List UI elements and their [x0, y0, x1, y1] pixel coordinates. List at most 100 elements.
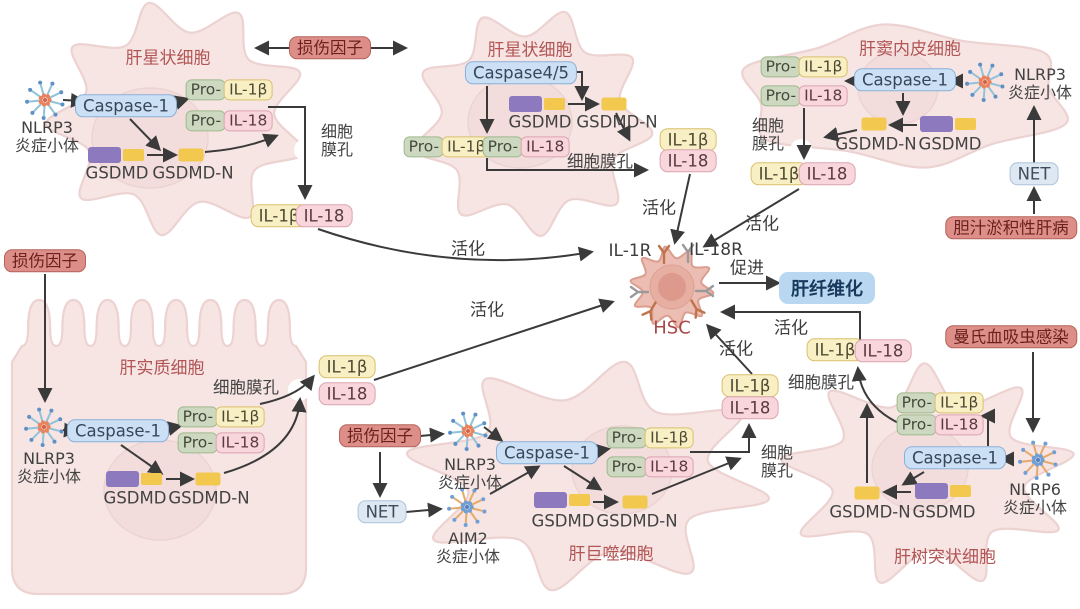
il18-segment: IL-18	[799, 85, 848, 107]
pro-segment: Pro-	[760, 85, 802, 107]
caspase45-box: Caspase4/5	[464, 61, 578, 85]
caspase1-box-5: Caspase-1	[495, 441, 599, 465]
gsdmd-icon	[106, 471, 162, 487]
pro-il1b-box-1: Pro-IL-1β	[185, 79, 273, 101]
caspase1-box-3: Caspase-1	[853, 68, 957, 92]
inflammasome-text: 炎症小体	[14, 136, 80, 155]
damage-factor-label-macrophage: 损伤因子	[339, 424, 421, 448]
pro-segment: Pro-	[896, 392, 938, 414]
gsdmd-n-icon	[861, 117, 887, 131]
inflammasome-text: 炎症小体	[1007, 83, 1073, 102]
il18-box-2: IL-18	[659, 149, 717, 173]
gsdmd-label-2: GSDMD	[508, 112, 572, 132]
liver-fibrosis-box: 肝纤维化	[779, 272, 875, 304]
hsc-label: HSC	[653, 317, 691, 339]
pro-il1b-box-6: Pro-IL-1β	[896, 392, 984, 414]
pro-segment: Pro-	[606, 427, 648, 449]
gsdmd-n-fragment	[622, 495, 648, 509]
caspase1-box-4: Caspase-1	[66, 419, 170, 443]
gsdmd-purple-domain	[88, 147, 121, 163]
gsdmd-n-fragment	[861, 117, 887, 131]
il18-box-5: IL-18	[721, 396, 779, 420]
il1b-box-3: IL-1β	[750, 162, 808, 186]
gsdmd-label-3: GSDMD	[918, 134, 982, 154]
nlrp3-inflammasome-label-3: NLRP3 炎症小体	[1008, 66, 1072, 102]
pro-il18-box-5: Pro-IL-18	[606, 456, 694, 478]
gsdmd-label-5: GSDMD	[531, 511, 595, 531]
activate-label-macrophage: 活化	[719, 339, 753, 360]
pore-line2: 膜孔	[751, 134, 785, 153]
activate-label-dendritic: 活化	[774, 318, 808, 339]
gsdmd-yellow-domain	[141, 473, 162, 485]
gsdmd-purple-domain	[509, 96, 542, 112]
membrane-pore-label-1: 细胞 膜孔	[321, 123, 353, 159]
activate-label-1: 活化	[451, 239, 485, 260]
pro-il1b-box-3: Pro-IL-1β	[760, 56, 848, 78]
gsdmd-n-fragment	[178, 148, 204, 162]
caspase1-box-6: Caspase-1	[903, 446, 1007, 470]
gsdmd-yellow-domain	[950, 485, 971, 497]
pore-line2: 膜孔	[320, 140, 354, 159]
pro-segment: Pro-	[177, 406, 219, 428]
gsdmd-n-label-5: GSDMD-N	[596, 511, 678, 531]
pro-il18-box-4: Pro-IL-18	[177, 432, 265, 454]
pro-il1b-box-5: Pro-IL-1β	[606, 427, 694, 449]
sinusoidal-cell-title: 肝窦内皮细胞	[859, 39, 961, 60]
il1b-segment: IL-1β	[799, 56, 848, 78]
il18-box-1: IL-18	[295, 204, 353, 228]
gsdmd-label-6: GSDMD	[912, 502, 976, 522]
gsdmd-icon	[915, 483, 971, 499]
il1b-box-6: IL-1β	[806, 338, 864, 362]
pro-il18-box-1: Pro-IL-18	[185, 110, 273, 132]
schistosoma-infection-label: 曼氏血吸虫感染	[945, 325, 1077, 349]
pro-il1b-box-2: Pro-IL-1β	[403, 136, 491, 158]
il18-segment: IL-18	[935, 414, 984, 436]
pro-segment: Pro-	[185, 110, 227, 132]
il18-segment: IL-18	[521, 136, 570, 158]
gsdmd-icon	[509, 96, 565, 112]
gsdmd-n-label-1: GSDMD-N	[152, 163, 234, 183]
membrane-pore-label-6: 细胞膜孔	[788, 373, 854, 392]
gsdmd-icon	[920, 116, 976, 132]
il1b-segment: IL-1β	[216, 406, 265, 428]
il18r-label: IL-18R	[689, 240, 743, 260]
stellate-cell-1-title: 肝星状细胞	[125, 48, 211, 69]
il18-box-4: IL-18	[318, 382, 376, 406]
nlrp3-text: NLRP3	[444, 455, 496, 475]
gsdmd-label-4: GSDMD	[103, 488, 167, 508]
macrophage-cell-title: 肝巨噬细胞	[568, 544, 654, 565]
gsdmd-n-fragment	[854, 486, 880, 500]
pro-il18-box-6: Pro-IL-18	[896, 414, 984, 436]
gsdmd-icon	[534, 492, 590, 508]
damage-factor-label-left: 损伤因子	[4, 249, 86, 273]
il1r-label: IL-1R	[608, 241, 652, 261]
gsdmd-n-fragment	[195, 472, 221, 486]
il1b-box-1: IL-1β	[250, 204, 308, 228]
gsdmd-n-fragment	[601, 97, 627, 111]
gsdmd-yellow-domain	[569, 494, 590, 506]
pore-line1: 细胞	[760, 443, 794, 463]
gsdmd-n-icon	[178, 148, 204, 162]
pro-segment: Pro-	[606, 456, 648, 478]
il1b-segment: IL-1β	[645, 427, 694, 449]
pro-il18-box-2: Pro-IL-18	[482, 136, 570, 158]
gsdmd-purple-domain	[106, 471, 139, 487]
nlrp3-inflammasome-label-4: NLRP3 炎症小体	[17, 450, 81, 486]
membrane-pore-label-2: 细胞膜孔	[567, 152, 633, 171]
cholestatic-disease-label: 胆汁淤积性肝病	[945, 216, 1077, 240]
pro-segment: Pro-	[760, 56, 802, 78]
il18-segment: IL-18	[224, 110, 273, 132]
activate-label-parenchymal: 活化	[470, 300, 504, 321]
gsdmd-purple-domain	[915, 483, 948, 499]
gsdmd-n-icon	[195, 472, 221, 486]
gsdmd-yellow-domain	[955, 118, 976, 130]
membrane-pore-label-4: 细胞膜孔	[213, 378, 279, 397]
gsdmd-n-label-6: GSDMD-N	[829, 502, 911, 522]
pro-il18-box-3: Pro-IL-18	[760, 85, 848, 107]
il18-segment: IL-18	[645, 456, 694, 478]
nlrp3-inflammasome-label-5: NLRP3 炎症小体	[438, 456, 502, 492]
aim2-inflammasome-label: AIM2 炎症小体	[436, 530, 500, 566]
inflammasome-text: 炎症小体	[435, 547, 501, 566]
pore-line1: 细胞	[751, 116, 785, 136]
